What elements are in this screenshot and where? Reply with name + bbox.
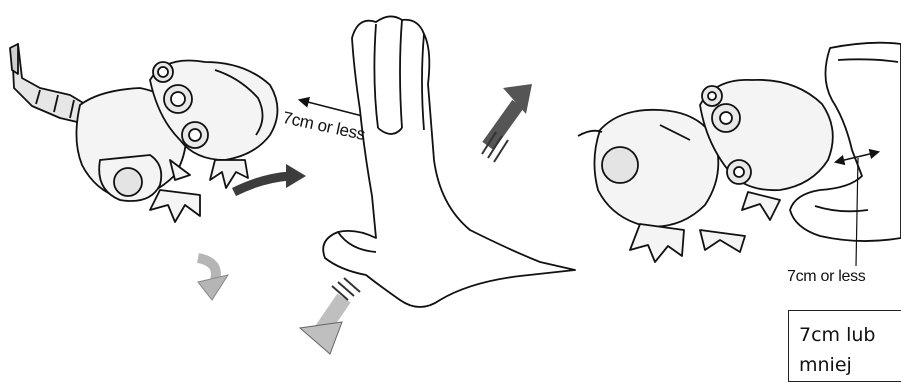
translation-text: 7cm lub mniej xyxy=(799,320,901,380)
light-curved-arrow-icon xyxy=(198,258,216,280)
robot-dinosaur-being-held-icon xyxy=(594,43,901,262)
light-arrow-head-icon xyxy=(198,275,228,300)
distance-label-right: 7cm or less xyxy=(787,268,866,286)
arrow-head-icon xyxy=(286,164,306,188)
curved-arrow-icon xyxy=(234,176,290,192)
translation-text-box: 7cm lub mniej xyxy=(788,310,901,382)
hand-icon xyxy=(323,16,575,307)
line-art xyxy=(0,0,901,365)
down-arrow-head-icon xyxy=(300,322,342,354)
illustration-canvas: 7cm or less 7cm or less 7cm lub mniej xyxy=(0,0,901,365)
up-arrow-shaft-icon xyxy=(488,104,518,146)
